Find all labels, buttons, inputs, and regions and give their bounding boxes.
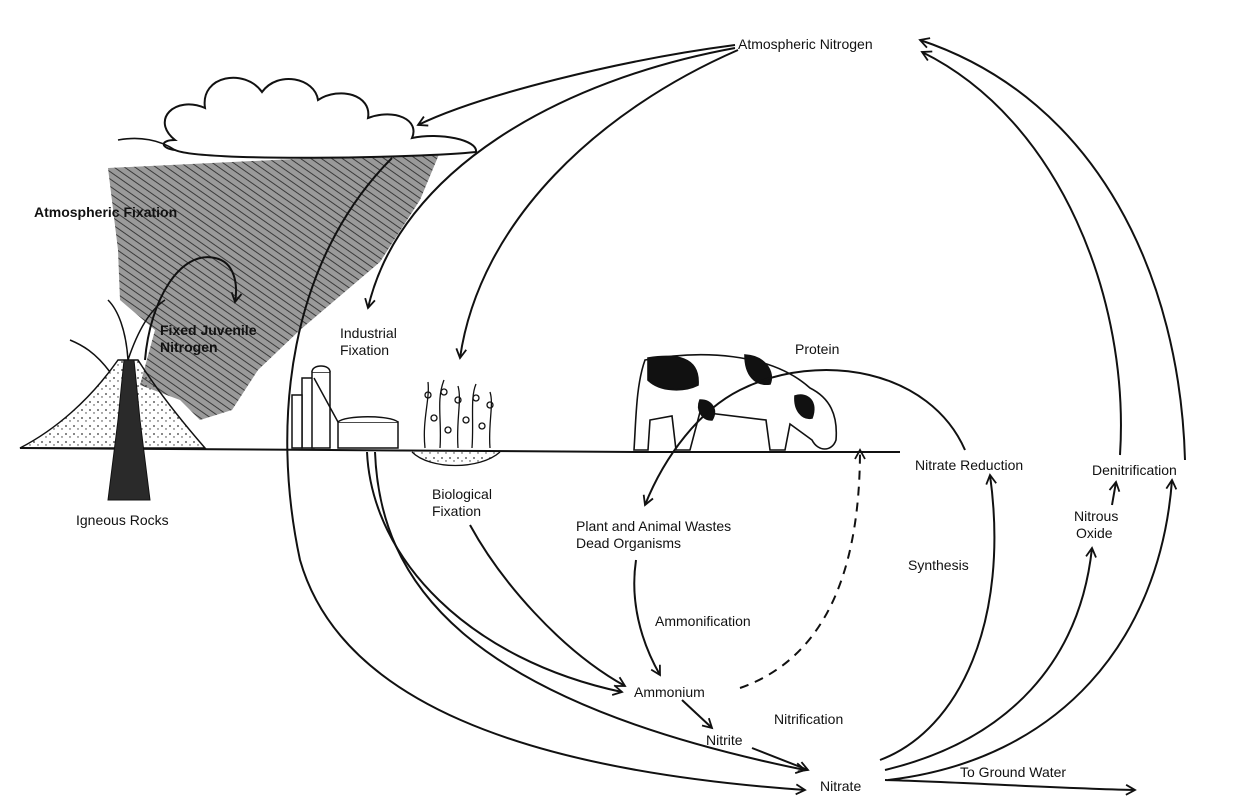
label-denitrification: Denitrification	[1092, 462, 1177, 478]
cloud	[162, 76, 477, 159]
arrow-nitrate-to-reduction	[879, 473, 997, 761]
arrow-ammonium-to-nitrite	[681, 699, 714, 730]
label-atmospheric-nitrogen: Atmospheric Nitrogen	[738, 36, 873, 52]
arrow-nitrate-to-nitrous-oxide	[884, 546, 1097, 771]
label-biological-fixation-line1: Biological	[432, 486, 492, 502]
label-fixed-juvenile-nitrogen: Fixed Juvenile Nitrogen	[160, 322, 256, 356]
label-nitrification: Nitrification	[774, 711, 844, 727]
arrow-to-ground-water	[884, 779, 1137, 796]
arrow-biological-to-ammonium	[469, 524, 627, 687]
label-fixed-juvenile-nitrogen-line2: Nitrogen	[160, 339, 218, 355]
label-atmospheric-fixation: Atmospheric Fixation	[34, 204, 178, 220]
label-nitrous-oxide-line1: Nitrous	[1074, 508, 1119, 524]
arrow-atm-to-industrial	[364, 47, 736, 310]
factory-silos	[291, 365, 399, 449]
label-industrial-fixation: Industrial Fixation	[340, 325, 397, 359]
arrow-outer-to-atm	[918, 37, 1186, 461]
label-biological-fixation: Biological Fixation	[432, 486, 492, 520]
label-nitrous-oxide-line2: Oxide	[1076, 525, 1113, 541]
label-synthesis: Synthesis	[908, 557, 969, 573]
label-wastes-line1: Plant and Animal Wastes	[576, 518, 732, 534]
label-wastes-line2: Dead Organisms	[576, 535, 682, 551]
label-plant-animal-wastes: Plant and Animal Wastes Dead Organisms	[576, 518, 731, 552]
label-nitrate: Nitrate	[820, 778, 862, 794]
legume-plants	[411, 379, 501, 467]
ground-line	[19, 447, 900, 453]
arrow-industrial-to-nitrate	[374, 451, 807, 774]
arrow-ammonium-to-plants	[739, 448, 866, 689]
label-industrial-fixation-line1: Industrial	[340, 325, 397, 341]
label-protein: Protein	[795, 341, 840, 357]
label-to-ground-water: To Ground Water	[960, 764, 1067, 780]
arrow-ammonification	[633, 559, 661, 677]
arrow-nitrite-to-nitrate	[751, 747, 810, 773]
arrow-atm-to-fixation	[416, 44, 736, 127]
arrow-industrial-to-ammonium	[366, 451, 624, 696]
arrow-nitrate-to-denitrification	[887, 478, 1178, 781]
arrow-denitrification-to-atm	[920, 50, 1122, 456]
label-biological-fixation-line2: Fixation	[432, 503, 482, 519]
juvenile-nitrogen-arc	[144, 256, 243, 361]
label-ammonification: Ammonification	[655, 613, 751, 629]
arrow-protein-to-wastes	[642, 369, 966, 507]
label-igneous-rocks: Igneous Rocks	[76, 512, 169, 528]
label-fixed-juvenile-nitrogen-line1: Fixed Juvenile	[160, 322, 257, 338]
label-nitrite: Nitrite	[706, 732, 743, 748]
rain-hatching	[108, 152, 440, 420]
arrow-atm-to-biological	[455, 49, 739, 360]
arrow-cloud-to-nitrate	[286, 157, 807, 796]
cow	[633, 354, 838, 451]
label-industrial-fixation-line2: Fixation	[340, 342, 390, 358]
arrow-nitrous-oxide-to-denitrification	[1108, 480, 1121, 506]
label-nitrous-oxide: Nitrous Oxide	[1074, 508, 1118, 542]
label-ammonium: Ammonium	[634, 684, 705, 700]
label-nitrate-reduction: Nitrate Reduction	[915, 457, 1024, 473]
